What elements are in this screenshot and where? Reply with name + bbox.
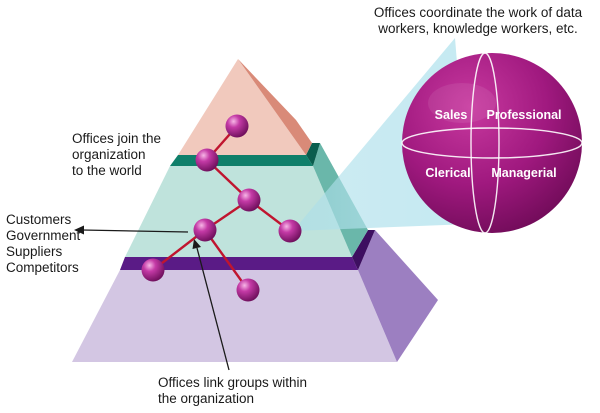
purple-band-side: [352, 230, 375, 270]
external-group-item: Competitors: [6, 260, 79, 275]
office-nodes: [141, 114, 302, 302]
node: [278, 219, 302, 243]
pyramid-bottom-tier-front: [72, 270, 397, 362]
node: [237, 188, 261, 212]
pyramid-top-tier-front: [178, 59, 306, 155]
green-band-side: [306, 143, 320, 166]
node: [141, 258, 165, 282]
node: [193, 218, 217, 242]
sales-label: Sales: [435, 108, 468, 122]
professional-label: Professional: [486, 108, 561, 122]
offices-coordinate-caption: Offices coordinate the work of data work…: [373, 5, 583, 36]
external-group-item: Customers: [6, 212, 72, 227]
purple-band: [120, 257, 358, 270]
node: [195, 148, 219, 172]
node: [225, 114, 249, 138]
green-band: [170, 155, 313, 166]
pyramid-top-tier-side: [238, 59, 312, 155]
offices-join-caption: Offices join the organization to the wor…: [72, 131, 162, 178]
external-group-item: Government: [6, 228, 81, 243]
external-group-item: Suppliers: [6, 244, 63, 259]
worker-types-sphere: [401, 52, 583, 234]
pyramid-bottom-tier-side: [358, 230, 438, 362]
clerical-label: Clerical: [425, 166, 470, 180]
pointer-arrows: [74, 225, 230, 371]
managerial-label: Managerial: [491, 166, 556, 180]
external-groups-list: Customers Government Suppliers Competito…: [6, 212, 80, 276]
offices-link-caption: Offices link groups within the organizat…: [158, 375, 308, 406]
node: [236, 278, 260, 302]
